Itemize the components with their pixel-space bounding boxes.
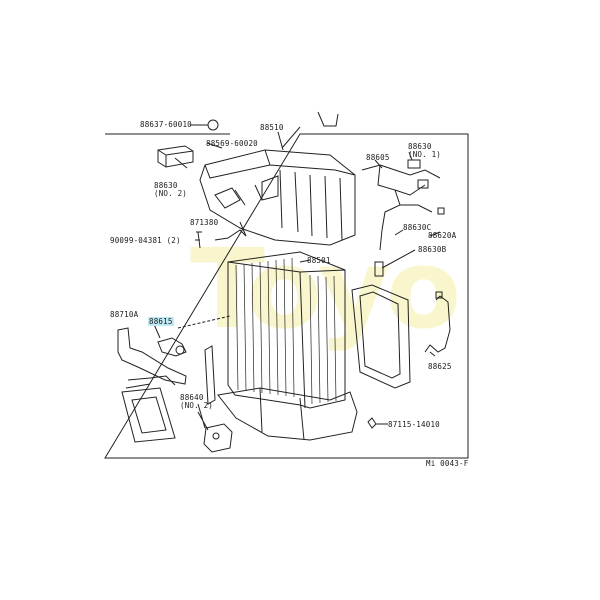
label-88630-no2-sub: (NO. 2): [154, 189, 188, 198]
part-88615-valve: [157, 337, 187, 357]
label-88630b: 88630B: [418, 245, 447, 254]
label-88630-no1-sub: (NO. 1): [408, 150, 442, 159]
part-88605-harness: [361, 164, 441, 251]
label-88630c: 88630C: [403, 223, 432, 232]
label-90099: 90099-04381 (2): [110, 236, 181, 245]
label-88710a: 88710A: [110, 310, 139, 319]
part-88710a-pipe: [117, 327, 187, 385]
label-88640-sub: (NO. 2): [180, 401, 214, 410]
label-87115: 87115-14010: [388, 420, 440, 429]
label-88501: 88501: [307, 256, 331, 265]
leader-88615: [177, 315, 231, 329]
label-88630-no2: 88630: [154, 181, 178, 190]
label-88569: 88569-60020: [206, 139, 258, 148]
part-88630-no2: [157, 145, 194, 168]
part-lower-case: [217, 387, 358, 441]
label-871380: 871380: [190, 218, 219, 227]
watermark: Toyo: [190, 225, 461, 353]
part-88640-no2: [203, 423, 233, 453]
part-top-clip: [317, 111, 339, 127]
label-88615: 88615: [148, 317, 174, 326]
part-lower-flange: [121, 387, 176, 443]
label-88630-no1: 88630: [408, 142, 432, 151]
part-seal-frame: [351, 284, 411, 389]
label-88605: 88605: [366, 153, 390, 162]
diagram-reference: Mi 0043-F: [426, 459, 469, 468]
frame-border: [104, 133, 469, 459]
label-88510: 88510: [260, 123, 284, 132]
part-871380-wire: [214, 229, 247, 241]
label-88625: 88625: [428, 362, 452, 371]
label-88640: 88640: [180, 393, 204, 402]
part-88630b-connector: [374, 261, 384, 277]
part-88625-sensor: [424, 295, 451, 353]
part-87115-screw: [367, 417, 388, 429]
part-88637-grommet: [207, 119, 219, 131]
part-88510-case: [199, 149, 356, 246]
label-88620a: 88620A: [428, 231, 457, 240]
label-88637: 88637-60010: [140, 120, 192, 129]
leader-lines: [152, 126, 441, 431]
